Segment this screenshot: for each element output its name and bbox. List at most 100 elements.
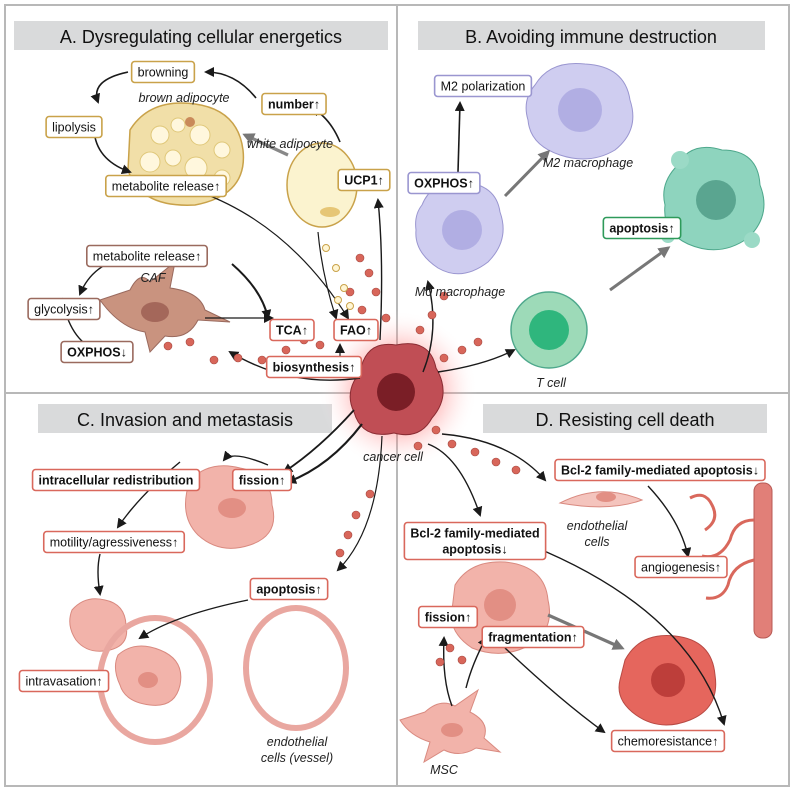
label-apoptosis-up-b: apoptosis↑ [602, 216, 682, 240]
adipocyte-dots [322, 244, 354, 310]
panel-b-title-text: B. Avoiding immune destruction [465, 27, 717, 47]
label-box [42, 530, 186, 554]
label-glycolysis-up: glycolysis↑ [27, 297, 101, 321]
label-box [265, 355, 363, 379]
m0-macrophage [415, 181, 504, 275]
label-box [45, 115, 103, 139]
vessel-ring-right [243, 605, 349, 731]
white-adipocyte [286, 142, 358, 228]
label-intravasation-up: intravasation↑ [18, 669, 110, 693]
mitochondria-dots [163, 253, 521, 667]
caption-endothelial-vessel-line1: endothelial [267, 735, 329, 749]
label-m2-polarization: M2 polarization [433, 74, 533, 98]
fission-up-c-text: fission↑ [239, 474, 286, 488]
caption-white-adipocyte: white adipocyte [247, 137, 333, 151]
browning-text: browning [138, 66, 189, 80]
msc-cell [399, 688, 502, 764]
label-box [407, 171, 481, 195]
label-ucp1-up: UCP1↑ [337, 168, 391, 192]
label-intracellular-redistribution: intracellular redistribution [31, 468, 201, 492]
label-box [261, 92, 327, 116]
panel-c-title: C. Invasion and metastasis [38, 404, 332, 433]
label-box [433, 74, 533, 98]
label-fission-up-c: fission↑ [231, 468, 293, 492]
endothelial-cell-flat [558, 491, 644, 508]
panel-a-title-text: A. Dysregulating cellular energetics [60, 27, 342, 47]
label-box [269, 318, 315, 342]
caption-cancer-cell: cancer cell [363, 450, 424, 464]
caption-t-cell: T cell [536, 376, 567, 390]
label-box [481, 625, 585, 649]
angiogenesis-up-text: angiogenesis↑ [641, 561, 721, 575]
label-box [85, 244, 209, 268]
caption-caf: CAF [141, 271, 167, 285]
motility-text: motility/agressiveness↑ [50, 536, 179, 550]
bcl2-mid-line2-text: apoptosis↓ [442, 543, 507, 557]
cancer-cell [349, 343, 444, 436]
label-chemoresistance-up: chemoresistance↑ [610, 729, 726, 753]
label-fao-up: FAO↑ [333, 318, 379, 342]
fao-up-text: FAO↑ [340, 324, 372, 338]
glycolysis-up-text: glycolysis↑ [34, 303, 94, 317]
label-lipolysis: lipolysis [45, 115, 103, 139]
label-oxphos-down: OXPHOS↓ [60, 340, 134, 364]
oxphos-up-text: OXPHOS↑ [414, 177, 474, 191]
bcl2-mid-line1-text: Bcl-2 family-mediated [410, 527, 539, 541]
arrows [61, 67, 727, 734]
label-box [130, 60, 196, 84]
label-angiogenesis-up: angiogenesis↑ [634, 555, 728, 579]
number-up-text: number↑ [268, 98, 320, 112]
panel-d-title: D. Resisting cell death [483, 404, 767, 433]
label-box [602, 216, 682, 240]
label-box [333, 318, 379, 342]
caption-msc: MSC [430, 763, 459, 777]
bcl2-top-text: Bcl-2 family-mediated apoptosis↓ [561, 464, 759, 478]
label-box [31, 468, 201, 492]
apoptosis-up-b-text: apoptosis↑ [609, 222, 674, 236]
label-metabolite-release-caf: metabolite release↑ [85, 244, 209, 268]
label-box [403, 521, 547, 561]
label-tca-up: TCA↑ [269, 318, 315, 342]
label-metabolite-release-adipocyte: metabolite release↑ [104, 174, 228, 198]
caption-brown-adipocyte: brown adipocyte [138, 91, 229, 105]
m2-polarization-text: M2 polarization [441, 80, 526, 94]
label-box [610, 729, 726, 753]
metabolite-release-caf-text: metabolite release↑ [93, 250, 201, 264]
panel-b-title: B. Avoiding immune destruction [418, 21, 765, 50]
label-box [231, 468, 293, 492]
oxphos-down-text: OXPHOS↓ [67, 346, 127, 360]
caption-m0-macrophage: M0 macrophage [415, 285, 505, 299]
caption-endothelial-cells-line1: endothelial [567, 519, 629, 533]
chemoresistant-cell [618, 635, 717, 726]
label-motility: motility/agressiveness↑ [42, 530, 186, 554]
label-box [554, 458, 766, 482]
caption-endothelial-cells-line2: cells [584, 535, 609, 549]
caption-m2-macrophage: M2 macrophage [543, 156, 633, 170]
label-box [337, 168, 391, 192]
metabolite-release-adipocyte-text: metabolite release↑ [112, 180, 220, 194]
caption-endothelial-vessel-line2: cells (vessel) [261, 751, 333, 765]
m2-macrophage [525, 62, 634, 160]
label-bcl2-mid: Bcl-2 family-mediated apoptosis↓ [403, 521, 547, 561]
tca-up-text: TCA↑ [276, 324, 308, 338]
label-box [18, 669, 110, 693]
chemoresistance-up-text: chemoresistance↑ [618, 735, 719, 749]
panel-a-title: A. Dysregulating cellular energetics [14, 21, 388, 50]
angiogenesis-sprouts [689, 493, 755, 600]
intracellular-redistribution-text: intracellular redistribution [39, 474, 194, 488]
label-box [60, 340, 134, 364]
biosynthesis-up-text: biosynthesis↑ [273, 361, 356, 375]
t-cell [510, 291, 588, 369]
panel-c-title-text: C. Invasion and metastasis [77, 410, 293, 430]
lipolysis-text: lipolysis [52, 121, 96, 135]
fission-up-d-text: fission↑ [425, 611, 472, 625]
label-oxphos-up: OXPHOS↑ [407, 171, 481, 195]
label-bcl2-top: Bcl-2 family-mediated apoptosis↓ [554, 458, 766, 482]
apoptosis-up-c-text: apoptosis↑ [256, 583, 321, 597]
intravasation-up-text: intravasation↑ [25, 675, 102, 689]
label-browning: browning [130, 60, 196, 84]
label-fragmentation-up: fragmentation↑ [481, 625, 585, 649]
fragmentation-up-text: fragmentation↑ [488, 631, 578, 645]
label-apoptosis-up-c: apoptosis↑ [249, 577, 329, 601]
